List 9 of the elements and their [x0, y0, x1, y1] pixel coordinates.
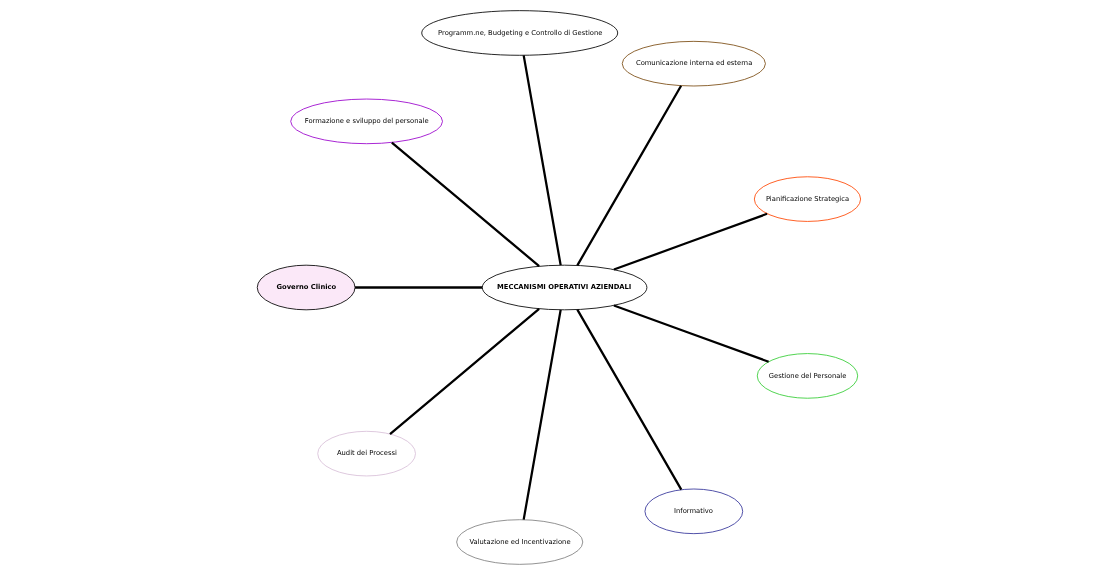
connector	[613, 212, 767, 271]
connector	[575, 85, 682, 266]
connector	[613, 304, 769, 363]
connector	[354, 286, 482, 289]
connector	[522, 309, 562, 520]
connector	[522, 55, 562, 266]
connector	[575, 309, 682, 491]
connector	[388, 308, 540, 435]
connector	[390, 141, 540, 267]
